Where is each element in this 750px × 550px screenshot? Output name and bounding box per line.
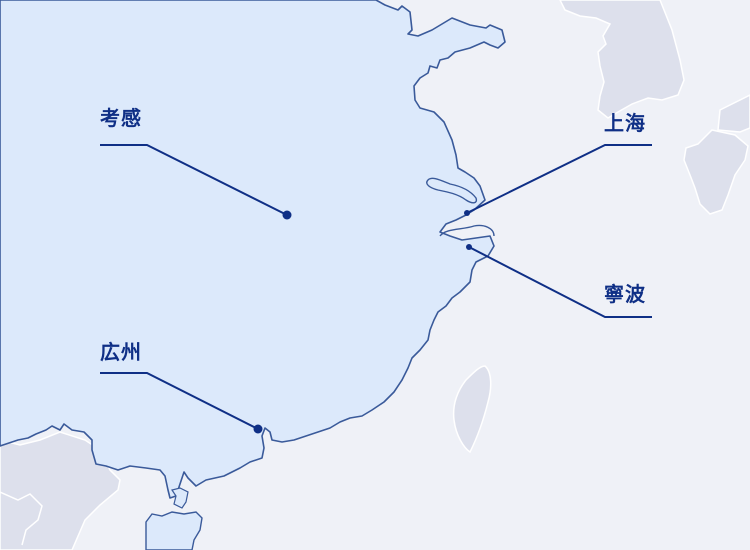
taiwan-landmass	[452, 365, 492, 454]
hainan-island	[145, 511, 203, 550]
vietnam-landmass	[0, 431, 121, 550]
leader-line-ningbo	[468, 246, 652, 318]
estuary-island	[426, 177, 478, 204]
city-label-xiaogan[interactable]: 考感	[100, 106, 142, 130]
leader-line-xiaogan	[100, 144, 288, 216]
japan-landmass	[717, 94, 750, 133]
hangzhou-bay	[439, 224, 495, 237]
city-dot-xiaogan[interactable]	[282, 210, 292, 220]
city-dot-guangzhou[interactable]	[253, 424, 263, 434]
city-label-ningbo[interactable]: 寧波	[604, 282, 646, 306]
border-line	[0, 491, 43, 546]
city-label-guangzhou[interactable]: 広州	[100, 340, 142, 364]
city-dot-shanghai[interactable]	[464, 210, 470, 216]
city-label-shanghai[interactable]: 上海	[604, 111, 646, 135]
small-island	[171, 487, 189, 509]
kyushu-landmass	[683, 129, 749, 215]
korea-landmass	[559, 0, 685, 119]
city-dot-ningbo[interactable]	[466, 244, 472, 250]
leader-line-shanghai	[466, 144, 652, 214]
leader-line-guangzhou	[100, 372, 259, 430]
